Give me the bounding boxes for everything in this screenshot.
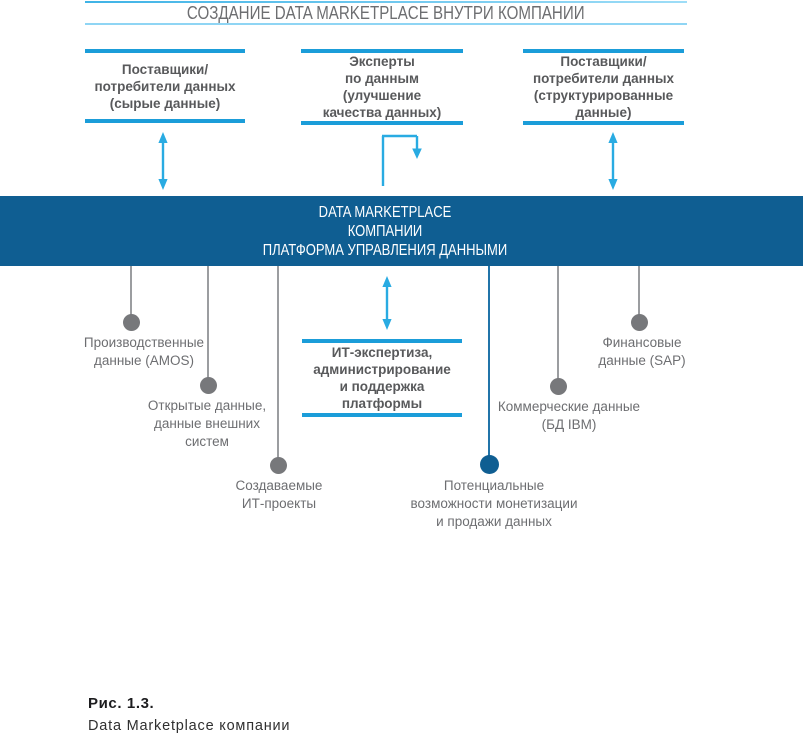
source-open-data: Открытые данные, данные внешних систем [147, 398, 267, 449]
source-financial-data: Финансовые данные (SAP) [598, 335, 686, 368]
connector-line-blue [488, 266, 490, 457]
figure-caption: Data Marketplace компании [88, 718, 291, 734]
title-rule-bottom [85, 23, 687, 25]
box-structured-data-providers: Поставщики/ потребители данных (структур… [523, 49, 684, 125]
double-arrow-icon [382, 276, 392, 330]
connector-line [130, 266, 132, 316]
node-dot [199, 376, 217, 394]
node-dot [269, 456, 287, 474]
box-raw-data-providers-label: Поставщики/ потребители данных (сырые да… [94, 61, 236, 111]
double-arrow-icon [608, 132, 618, 190]
node-dot [549, 377, 567, 395]
connector-line [207, 266, 209, 379]
source-commercial-data: Коммерческие данные (БД IBM) [497, 399, 641, 432]
title-rule-top [85, 1, 687, 3]
box-raw-data-providers: Поставщики/ потребители данных (сырые да… [85, 49, 245, 123]
platform-band-label: DATA MARKETPLACE КОМПАНИИ ПЛАТФОРМА УПРА… [262, 203, 508, 259]
box-data-experts-label: Эксперты по данным (улучшение качества д… [322, 54, 442, 120]
box-it-expertise: ИТ-экспертиза, администрирование и подде… [302, 339, 462, 417]
diagram-title-text: СОЗДАНИЕ DATA MARKETPLACE ВНУТРИ КОМПАНИ… [187, 2, 585, 23]
connector-line [638, 266, 640, 316]
source-it-projects: Создаваемые ИТ-проекты [235, 478, 323, 511]
node-dot [630, 313, 648, 331]
double-arrow-icon [158, 132, 168, 190]
box-structured-data-providers-label: Поставщики/ потребители данных (структур… [532, 54, 675, 120]
source-production-data: Производственные данные (AMOS) [83, 335, 205, 368]
source-monetization: Потенциальные возможности монетизации и … [410, 478, 578, 529]
node-dot [122, 313, 140, 331]
connector-line [277, 266, 279, 459]
connector-line [557, 266, 559, 380]
box-it-expertise-label: ИТ-экспертиза, администрирование и подде… [313, 345, 451, 411]
node-dot-blue [479, 454, 499, 474]
platform-band [0, 196, 803, 266]
box-data-experts: Эксперты по данным (улучшение качества д… [301, 49, 463, 125]
diagram-title: СОЗДАНИЕ DATA MARKETPLACE ВНУТРИ КОМПАНИ… [85, 3, 687, 23]
figure-number: Рис. 1.3. [88, 695, 155, 712]
elbow-down-arrow-icon [381, 134, 422, 186]
